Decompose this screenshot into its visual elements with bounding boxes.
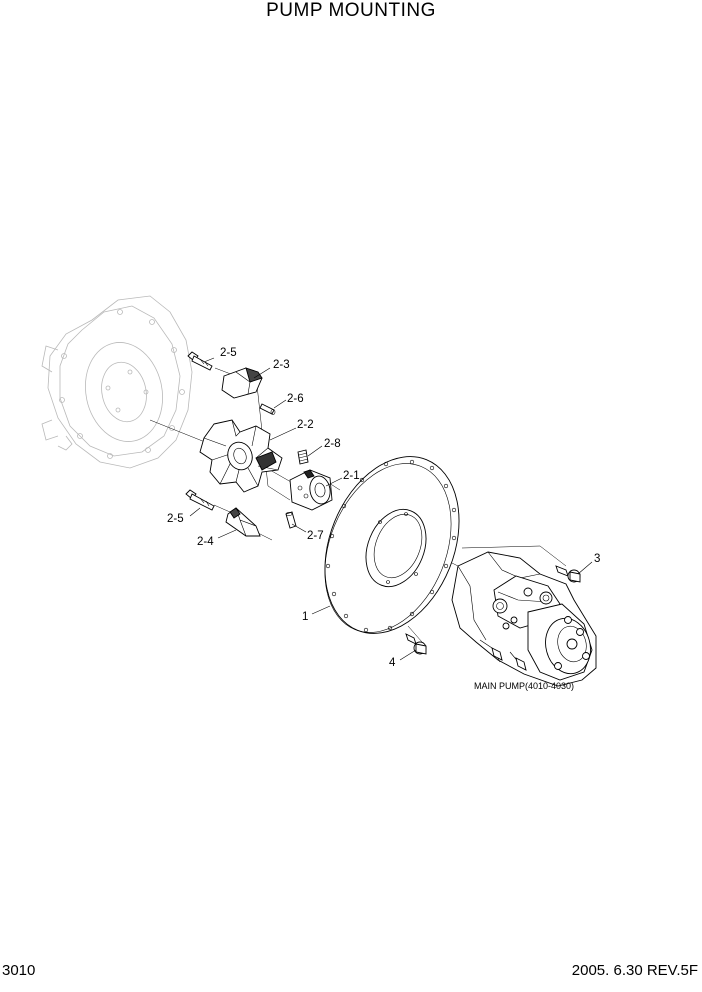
bolt-2-5-lower [185, 489, 215, 511]
rubber-coupling-2-2 [199, 419, 283, 493]
coupling-segment-2-3 [221, 367, 263, 399]
plate-bolt-holes [325, 459, 457, 633]
callout-2-5-lower: 2-5 [167, 513, 184, 525]
bolt-3 [555, 565, 581, 583]
bolt-4 [405, 633, 427, 655]
callout-2-4: 2-4 [197, 536, 214, 548]
page-title: PUMP MOUNTING [266, 0, 436, 21]
bolt-2-5-upper [187, 351, 213, 371]
revision-date: 2005. 6.30 REV.5F [571, 962, 698, 979]
callout-2-2: 2-2 [297, 419, 314, 431]
callout-1: 1 [302, 611, 308, 623]
main-pump [451, 551, 597, 687]
coupling-segment-2-4 [225, 507, 261, 537]
callout-leaders [189, 357, 593, 661]
callout-2-1: 2-1 [343, 470, 360, 482]
set-screw-2-8 [297, 449, 309, 465]
callout-4: 4 [389, 657, 396, 669]
callout-2-8: 2-8 [324, 438, 341, 450]
callout-2-3: 2-3 [273, 359, 290, 371]
callout-labels: 2-5 2-3 2-6 2-2 2-8 2-1 2-5 2-4 2-7 1 3 … [167, 347, 600, 691]
coupling-hub-2-1 [289, 469, 333, 511]
spring-pin-2-6 [259, 403, 276, 415]
callout-2-5-upper: 2-5 [220, 347, 237, 359]
callout-2-6: 2-6 [287, 393, 304, 405]
flexible-plate-1 [324, 456, 460, 634]
page-number: 3010 [2, 962, 36, 979]
callout-3: 3 [594, 553, 600, 565]
main-pump-caption: MAIN PUMP(4010-4030) [474, 681, 574, 691]
callout-2-7: 2-7 [307, 530, 324, 542]
flywheel-housing [41, 295, 193, 469]
